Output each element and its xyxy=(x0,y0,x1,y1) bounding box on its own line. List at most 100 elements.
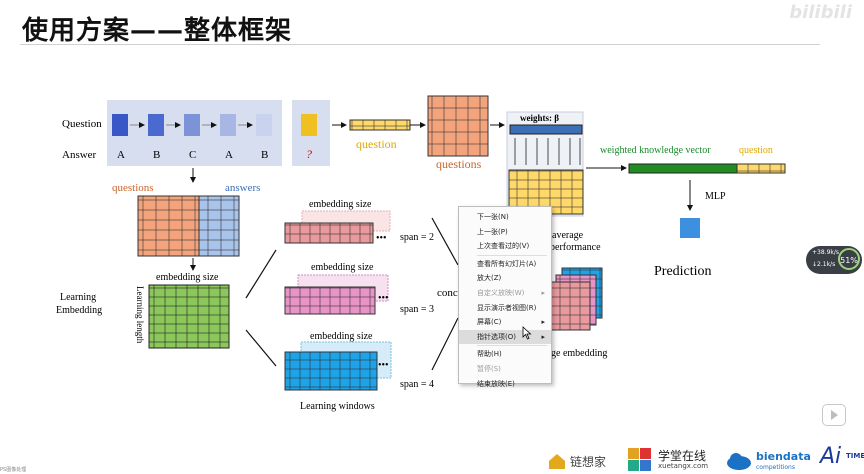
left-answers-label: answers xyxy=(225,182,260,194)
menu-item-label: 放大(Z) xyxy=(477,274,502,283)
submenu-arrow-icon: ▸ xyxy=(541,288,545,297)
mlp-label: MLP xyxy=(705,191,726,202)
weights-arrows xyxy=(514,138,581,165)
weights-label: weights: β xyxy=(520,113,559,123)
left-questions-label: questions xyxy=(112,182,154,194)
performance-label: performance xyxy=(550,242,601,253)
submenu-arrow-icon: ▸ xyxy=(541,332,545,341)
menu-item-screen[interactable]: 屏幕(C) ▸ xyxy=(459,315,551,330)
window-1-label: embedding size xyxy=(309,199,372,210)
learning-length-label: Learning length xyxy=(135,286,145,344)
menu-item-next[interactable]: 下一张(N) xyxy=(459,210,551,225)
window-1-dots: ••• xyxy=(376,233,387,244)
doc-icon xyxy=(256,114,272,136)
menu-item-help[interactable]: 帮助(H) xyxy=(459,347,551,362)
weighted-vector-yellow xyxy=(736,163,786,174)
concat-label: conc xyxy=(437,287,458,299)
left-questions-matrix xyxy=(137,195,200,257)
answer-3: C xyxy=(189,149,196,161)
learning-embedding-label-2: Embedding xyxy=(56,305,102,316)
menu-item-previous[interactable]: 上一张(P) xyxy=(459,225,551,240)
window-3-label: embedding size xyxy=(310,331,373,342)
submenu-arrow-icon: ▸ xyxy=(541,318,545,327)
context-menu[interactable]: 下一张(N) 上一张(P) 上次查看过的(V) 查看所有幻灯片(A) 放大(Z)… xyxy=(458,206,552,388)
network-monitor-widget[interactable]: +38.9k/s ↓2.1k/s 51% xyxy=(806,246,862,274)
embedding-size-label: embedding size xyxy=(156,272,219,283)
logo-xuetangx-name: 学堂在线 xyxy=(658,449,707,463)
menu-item-custom-show: 自定义放映(W) ▸ xyxy=(459,286,551,301)
logo-xuetangx-sub: xuetangx.com xyxy=(658,462,709,470)
logo-biendata-sub: competitions xyxy=(756,464,795,471)
bilibili-watermark: bilibili xyxy=(789,2,852,23)
menu-item-label: 自定义放映(W) xyxy=(477,288,525,297)
doc-icons xyxy=(112,114,317,136)
menu-item-label: 帮助(H) xyxy=(477,350,502,359)
download-speed: ↓2.1k/s xyxy=(812,261,836,268)
upload-speed: +38.9k/s xyxy=(812,249,840,256)
logo-chainhome-name: 链想家 xyxy=(570,455,607,469)
play-icon xyxy=(831,410,838,420)
doc-icon xyxy=(184,114,200,136)
weighted-vector-label: weighted knowledge vector xyxy=(600,145,711,156)
menu-item-pointer-options[interactable]: 指针选项(O) ▸ xyxy=(459,329,551,345)
menu-separator xyxy=(477,254,547,256)
window-2-label: embedding size xyxy=(311,262,374,273)
window-2-span: span = 3 xyxy=(400,304,434,315)
menu-item-see-all-slides[interactable]: 查看所有幻灯片(A) xyxy=(459,257,551,272)
answer-2: B xyxy=(153,149,160,161)
window-1-span: span = 2 xyxy=(400,232,434,243)
window-1-matrix xyxy=(284,222,374,244)
window-3-span: span = 4 xyxy=(400,379,434,390)
slide-title: 使用方案——整体框架 xyxy=(22,16,293,46)
answer-row-label: Answer xyxy=(62,149,97,161)
weighted-vector-green xyxy=(628,163,738,174)
left-answers-matrix xyxy=(198,195,240,257)
question-row-label: Question xyxy=(62,118,102,130)
menu-item-label: 上次查看过的(V) xyxy=(477,242,530,251)
question-vector-label: question xyxy=(356,137,397,151)
title-divider xyxy=(20,44,820,45)
answer-1: A xyxy=(117,149,125,161)
doc-icon xyxy=(301,114,317,136)
window-3-dots: ••• xyxy=(378,360,389,371)
weights-vector xyxy=(509,124,583,135)
menu-item-label: 结束放映(E) xyxy=(477,379,515,388)
menu-item-last-viewed[interactable]: 上次查看过的(V) xyxy=(459,239,551,254)
learning-embedding-matrix xyxy=(148,284,230,349)
answer-4: A xyxy=(225,149,233,161)
question-vector xyxy=(349,119,411,131)
bottom-tag: PS图像处理 xyxy=(0,467,27,473)
menu-item-presenter-view[interactable]: 显示演示者视图(R) xyxy=(459,301,551,316)
menu-item-label: 显示演示者视图(R) xyxy=(477,303,537,312)
menu-item-end-show[interactable]: 结束放映(E) xyxy=(459,377,551,392)
weighted-question-label: question xyxy=(739,145,773,156)
menu-item-label: 下一张(N) xyxy=(477,213,509,221)
window-2-dots: ••• xyxy=(378,293,389,304)
logo-biendata-name: biendata xyxy=(756,450,811,463)
menu-item-label: 暂停(S) xyxy=(477,364,501,373)
menu-item-label: 屏幕(C) xyxy=(477,318,502,327)
play-button[interactable] xyxy=(822,404,846,426)
menu-item-zoom[interactable]: 放大(Z) xyxy=(459,271,551,286)
doc-icon xyxy=(148,114,164,136)
menu-item-pause: 暂停(S) xyxy=(459,362,551,377)
answer-5: B xyxy=(261,149,268,161)
logo-aitime-name: TIME xyxy=(846,452,864,460)
prediction-label: Prediction xyxy=(654,264,712,279)
xuetangx-logo-icon xyxy=(628,448,651,471)
unknown-answer: ? xyxy=(306,147,312,161)
doc-icon xyxy=(220,114,236,136)
cloud-logo-icon xyxy=(727,453,751,470)
menu-item-label: 查看所有幻灯片(A) xyxy=(477,259,537,268)
stacked-embedding-front xyxy=(549,281,591,331)
menu-item-label: 上一张(P) xyxy=(477,227,508,236)
menu-item-label: 指针选项(O) xyxy=(477,332,516,341)
learning-embedding-label-1: Learning xyxy=(60,292,96,303)
window-2-matrix xyxy=(284,286,376,315)
questions-matrix xyxy=(427,95,489,157)
window-3-matrix xyxy=(284,351,378,391)
menu-separator xyxy=(477,345,547,347)
prediction-box xyxy=(680,218,700,238)
questions-matrix-label: questions xyxy=(436,157,482,171)
